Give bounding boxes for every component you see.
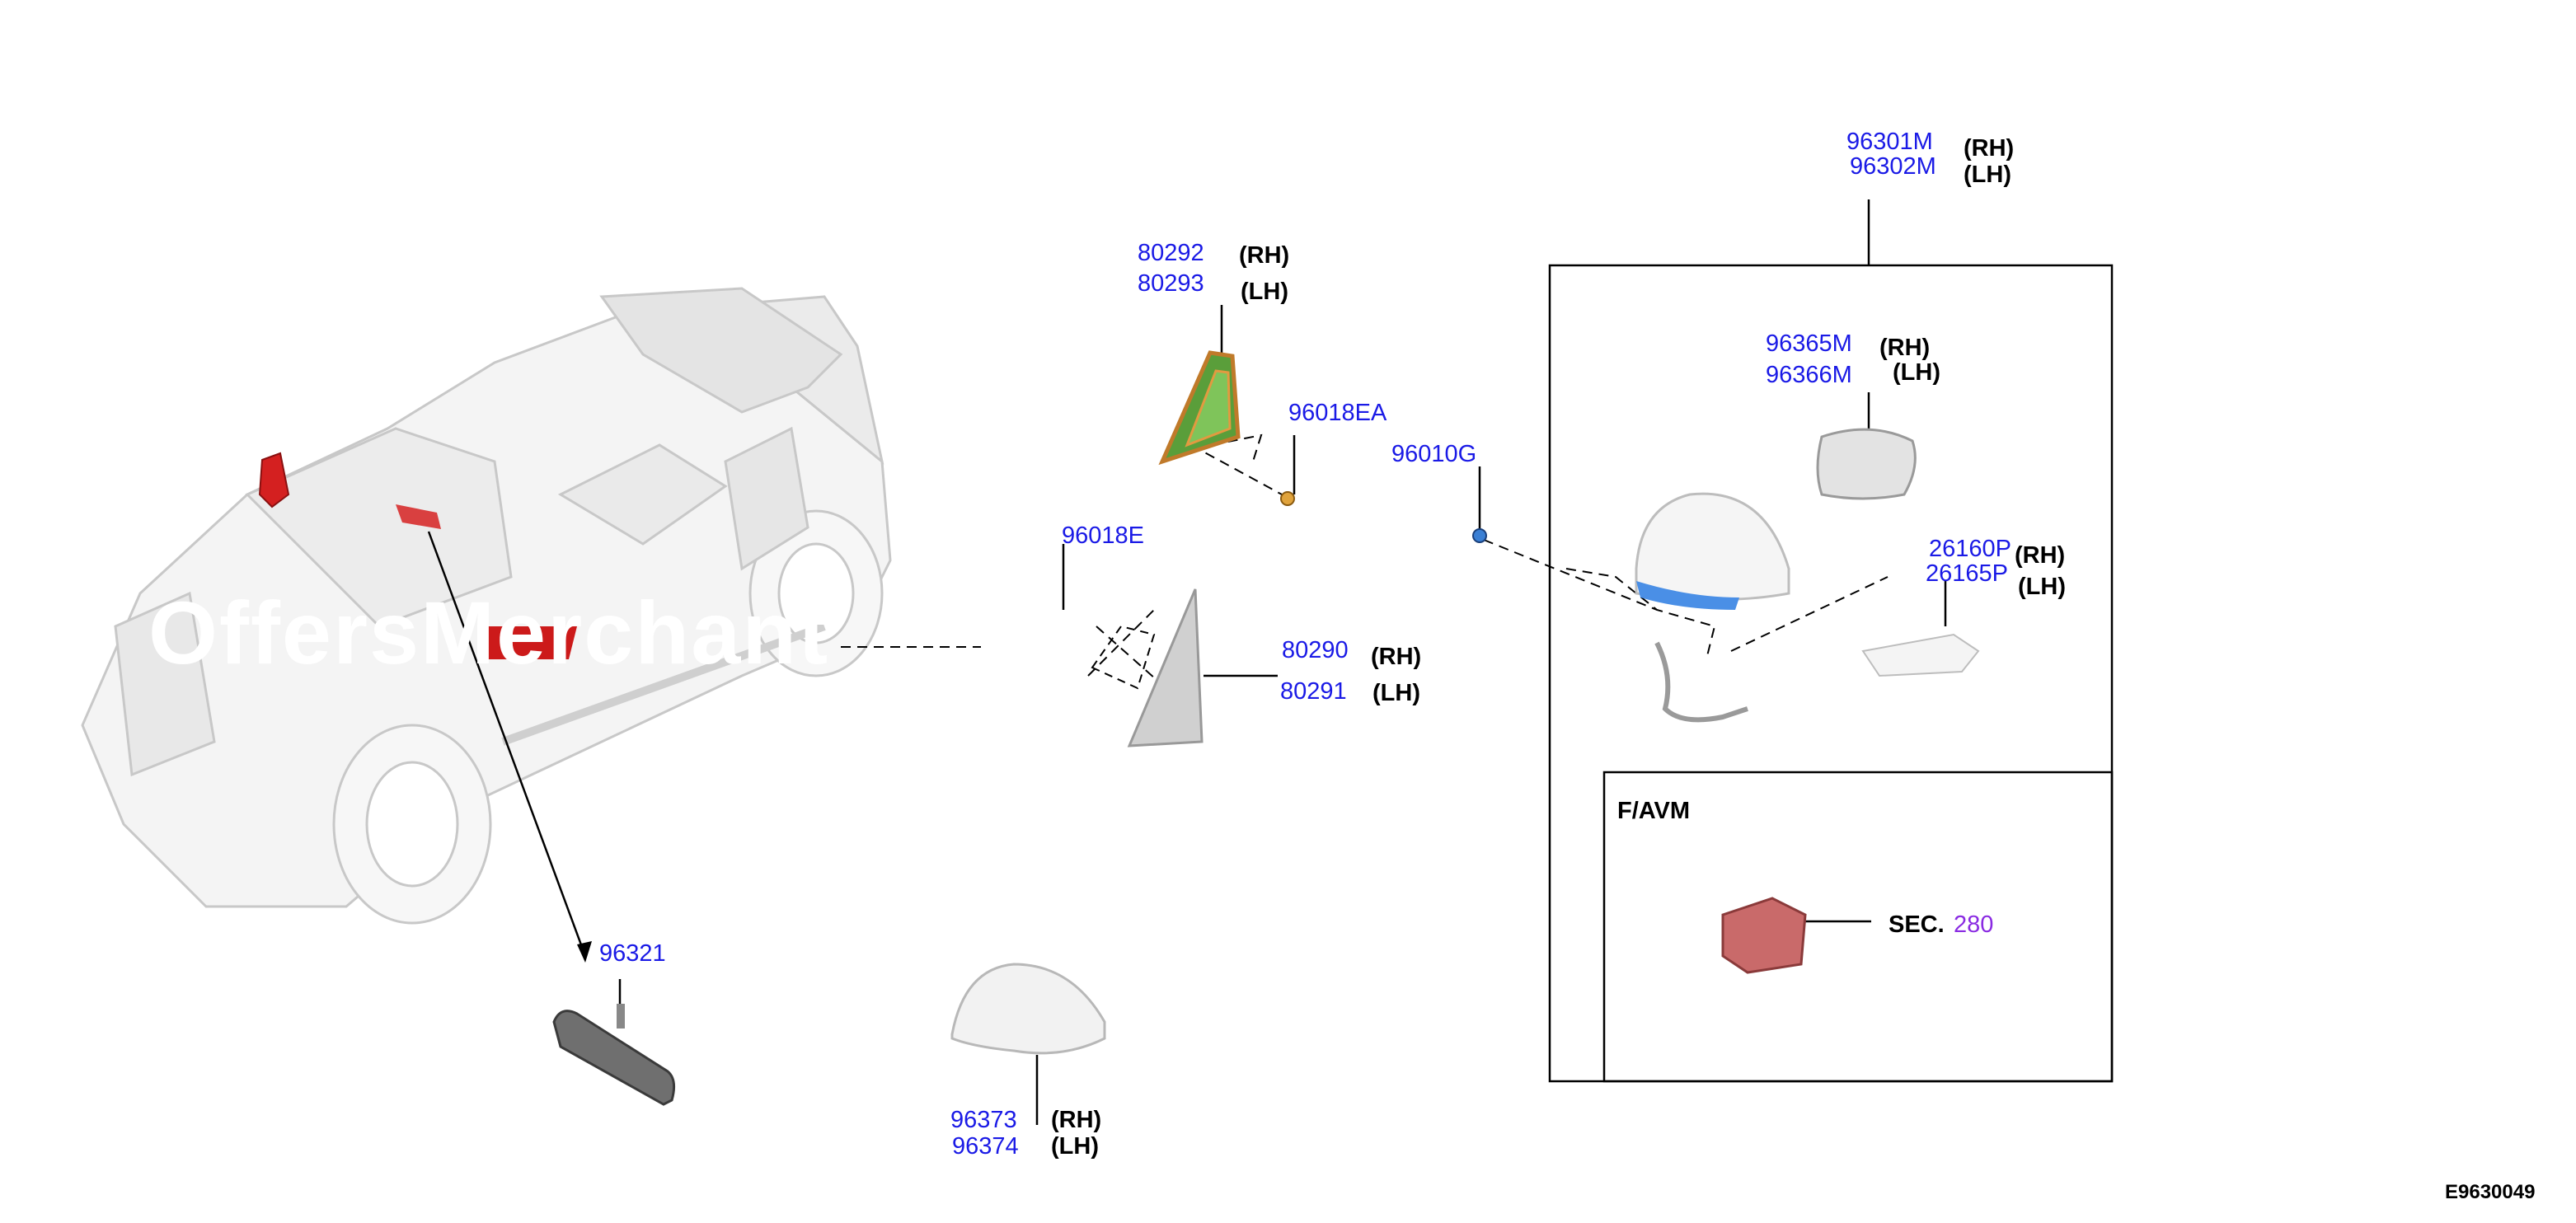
side-26165P: (LH) — [2018, 574, 2066, 600]
vehicle-red-detail — [478, 626, 577, 659]
arrow-head — [577, 941, 592, 963]
vehicle-illustration — [81, 287, 892, 925]
side-80293: (LH) — [1241, 279, 1288, 305]
callout-80291[interactable]: 80291 — [1280, 678, 1347, 705]
watermark-text: OffersMerchant — [148, 583, 830, 682]
callout-96366M[interactable]: 96366M — [1766, 362, 1852, 388]
side-96374: (LH) — [1051, 1133, 1099, 1160]
side-96366M: (LH) — [1893, 359, 1940, 386]
side-96302M: (LH) — [1964, 162, 2011, 188]
part-favm-camera — [1721, 897, 1807, 974]
side-80290: (RH) — [1371, 644, 1422, 670]
callout-96302M[interactable]: 96302M — [1850, 153, 1936, 180]
part-96301M-harness — [1654, 641, 1748, 723]
part-96373-cover — [950, 963, 1106, 1055]
side-26160P: (RH) — [2015, 542, 2066, 569]
side-80292: (RH) — [1239, 242, 1290, 269]
part-96301M-mirror-housing — [1635, 492, 1790, 601]
callout-96010G[interactable]: 96010G — [1391, 441, 1477, 467]
callout-80290[interactable]: 80290 — [1282, 637, 1349, 663]
part-96018EA-clip — [1280, 491, 1295, 506]
side-96373: (RH) — [1051, 1107, 1102, 1133]
part-96321-inside-mirror — [552, 1010, 676, 1106]
side-80291: (LH) — [1372, 680, 1420, 706]
part-96321-mount — [617, 1004, 625, 1029]
callout-80292[interactable]: 80292 — [1138, 240, 1204, 266]
callout-96374[interactable]: 96374 — [952, 1133, 1019, 1160]
part-80292-inner — [1185, 369, 1232, 447]
callout-80293[interactable]: 80293 — [1138, 270, 1204, 297]
part-80290-outline — [1091, 625, 1156, 690]
diagram-code: E9630049 — [2445, 1181, 2536, 1203]
callout-26165P[interactable]: 26165P — [1926, 560, 2008, 587]
callout-96365M[interactable]: 96365M — [1766, 330, 1852, 357]
callout-96373[interactable]: 96373 — [950, 1107, 1017, 1133]
callout-26160P[interactable]: 26160P — [1929, 536, 2011, 562]
part-26160P-side-lamp — [1861, 633, 1980, 677]
part-96365M-mirror-glass — [1816, 428, 1917, 500]
sec-280-link[interactable]: 280 — [1954, 911, 1994, 938]
vehicle-door-mirror-highlight — [258, 452, 290, 508]
part-96010G-screw — [1472, 528, 1487, 543]
callout-96301M[interactable]: 96301M — [1846, 129, 1933, 155]
callout-96018EA[interactable]: 96018EA — [1288, 400, 1387, 426]
favm-box — [1602, 771, 2114, 1083]
part-80290-garnish — [1127, 588, 1204, 747]
side-96301M: (RH) — [1964, 135, 2015, 162]
callout-96321[interactable]: 96321 — [599, 940, 666, 967]
callout-96018E[interactable]: 96018E — [1062, 522, 1144, 549]
sec-prefix: SEC. — [1889, 911, 1945, 938]
part-96301M-turn-lamp — [1636, 581, 1739, 610]
side-96365M: (RH) — [1879, 335, 1931, 361]
favm-title: F/AVM — [1617, 798, 1691, 824]
vehicle-inner-mirror-highlight — [396, 504, 441, 529]
